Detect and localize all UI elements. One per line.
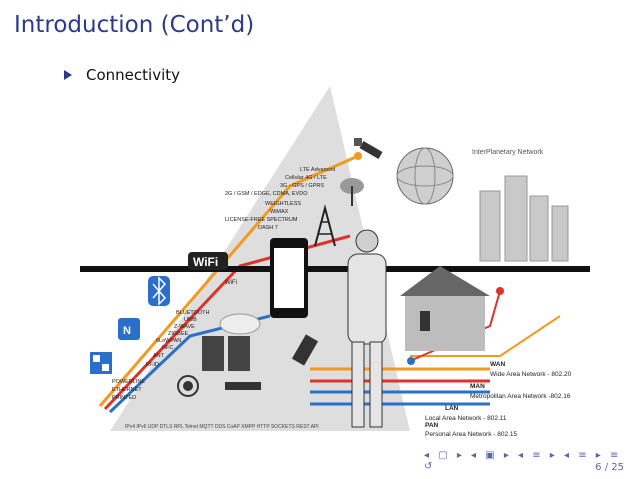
bluetooth-icon: [148, 276, 170, 306]
svg-text:UWB: UWB: [184, 317, 197, 323]
svg-text:PAN: PAN: [425, 422, 439, 429]
orange-line-city: [410, 315, 561, 357]
svg-text:N: N: [123, 325, 131, 337]
page-number: 6 / 25: [595, 462, 624, 473]
protocols-label: IPv4 IPv6 UDP DTLS RPL Telnet MQTT DDS C…: [125, 424, 319, 430]
person-silhouette-icon: [347, 229, 387, 428]
orange-dot: [354, 152, 362, 160]
svg-text:Z-WAVE: Z-WAVE: [174, 324, 195, 330]
svg-text:Personal Area Network - 802.15: Personal Area Network - 802.15: [425, 431, 518, 438]
connectivity-figure: InterPlanetary Network: [80, 86, 590, 441]
red-dot: [496, 287, 504, 295]
server-icon: [202, 336, 250, 371]
svg-text:2G / GSM / EDGE, CDMA, EVDO: 2G / GSM / EDGE, CDMA, EVDO: [225, 191, 308, 197]
svg-text:NFC: NFC: [162, 345, 173, 351]
svg-text:ZIGBEE: ZIGBEE: [168, 331, 189, 337]
orange-line-cellular: [98, 154, 359, 407]
bullet-item: Connectivity: [64, 66, 180, 84]
triangle-backdrop: [110, 86, 410, 431]
wifi-label: WiFi: [225, 280, 237, 286]
satellite-dish-icon: [340, 178, 364, 206]
network-labels: WAN Wide Area Network - 802.20 MAN Metro…: [425, 361, 572, 438]
qr-code-icon: [90, 352, 112, 374]
svg-text:LTE Advanced: LTE Advanced: [300, 167, 335, 173]
svg-text:LICENSE-FREE SPECTRUM: LICENSE-FREE SPECTRUM: [225, 217, 298, 223]
satellite-icon: [354, 138, 383, 159]
speaker-icon: [177, 375, 199, 397]
svg-text:LAN: LAN: [445, 405, 459, 412]
connectivity-illustration: InterPlanetary Network: [80, 86, 590, 438]
svg-text:WAN: WAN: [490, 361, 505, 368]
wifi-logo: WiFi: [188, 252, 228, 270]
svg-text:Local Area Network - 802.11: Local Area Network - 802.11: [425, 415, 507, 422]
slide-title: Introduction (Cont’d): [14, 12, 255, 38]
cellular-labels: LTE Advanced Cellular 4G / LTE 3G - GPS …: [225, 167, 335, 231]
divider-bar: [80, 266, 590, 272]
globe-icon: [396, 147, 454, 205]
svg-text:MAN: MAN: [470, 383, 485, 390]
svg-text:3G - GPS / GPRS: 3G - GPS / GPRS: [280, 183, 324, 189]
svg-text:ANT: ANT: [153, 353, 165, 359]
wired-labels: POWERLINE ETHERNET PRINTED: [112, 379, 145, 401]
nfc-icon: N: [118, 318, 140, 340]
bullet-text: Connectivity: [86, 66, 180, 84]
svg-text:POWERLINE: POWERLINE: [112, 379, 145, 385]
svg-text:PRINTED: PRINTED: [112, 395, 136, 401]
house-icon: [400, 266, 490, 351]
svg-text:DASH 7: DASH 7: [258, 225, 278, 231]
svg-text:WEIGHTLESS: WEIGHTLESS: [265, 201, 301, 207]
router-icon: [225, 382, 261, 390]
svg-text:Wide Area Network - 802.20: Wide Area Network - 802.20: [490, 371, 572, 378]
bullet-triangle-icon: [64, 70, 72, 80]
beamer-navigation[interactable]: ◂ ▢ ▸ ◂ ▣ ▸ ◂ ≡ ▸ ◂ ≡ ▸ ≡ ↺: [424, 450, 622, 472]
interplanetary-label: InterPlanetary Network: [472, 149, 544, 156]
blue-dot: [407, 357, 415, 365]
svg-text:WiMAX: WiMAX: [270, 209, 289, 215]
svg-text:WiFi: WiFi: [193, 255, 218, 269]
smartphone-icon: [270, 238, 308, 318]
svg-text:ETHERNET: ETHERNET: [112, 387, 142, 393]
cell-tower-icon: [314, 204, 336, 247]
svg-text:Metropolitan Area Network -802: Metropolitan Area Network -802.16: [470, 393, 571, 400]
svg-text:Cellular 4G / LTE: Cellular 4G / LTE: [285, 175, 327, 181]
short-range-labels: BLUETOOTH UWB Z-WAVE ZIGBEE 6LoWPAN NFC …: [146, 310, 210, 368]
city-buildings-icon: [479, 175, 569, 262]
ethernet-plug-icon: [291, 334, 319, 366]
svg-text:RFID: RFID: [146, 362, 159, 368]
svg-text:6LoWPAN: 6LoWPAN: [156, 338, 181, 344]
cloud-icon: [219, 313, 261, 335]
svg-text:BLUETOOTH: BLUETOOTH: [176, 310, 210, 316]
